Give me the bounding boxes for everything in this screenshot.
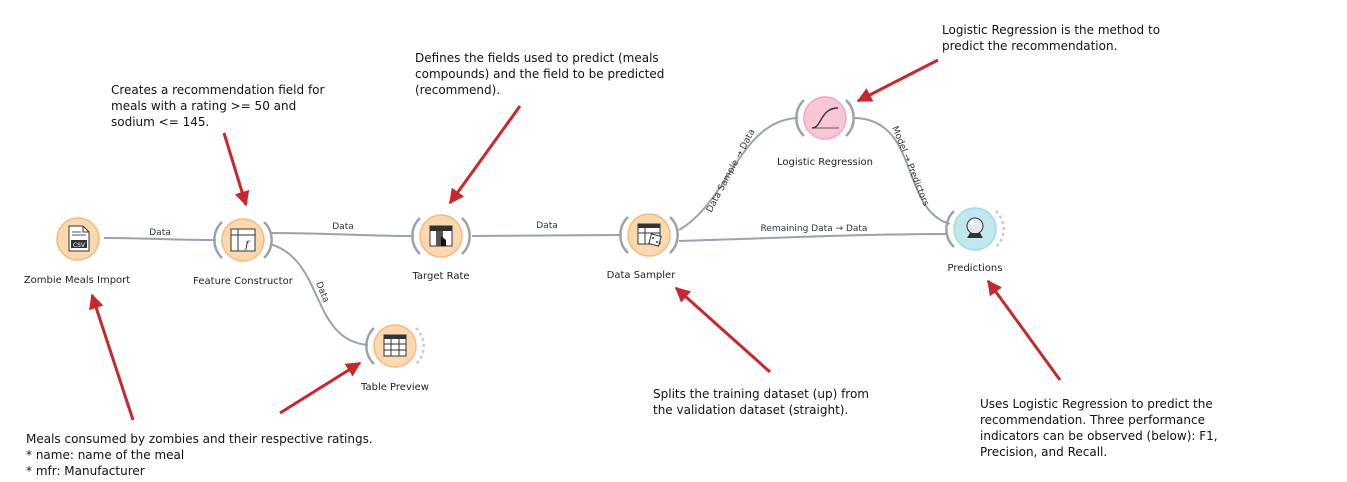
arrow-predictions [986, 279, 1062, 381]
csv-file-icon: CSV [68, 225, 90, 252]
note-line: Logistic Regression is the method to [942, 23, 1161, 37]
note-line: meals with a rating >= 50 and [111, 99, 297, 113]
note-predictions: Uses Logistic Regression to predict the … [980, 396, 1218, 460]
arrow-feature [222, 132, 250, 207]
node-label: Logistic Regression [777, 157, 873, 168]
link-target-sampler[interactable] [471, 234, 623, 237]
arrow-table [279, 361, 362, 415]
svg-text:f: f [244, 240, 251, 251]
output-port[interactable] [669, 216, 679, 254]
link-logreg-predictions[interactable] [854, 117, 951, 225]
crystal-ball-icon [966, 217, 984, 238]
node-label: Zombie Meals Import [24, 275, 131, 286]
note-line: Uses Logistic Regression to predict the [980, 397, 1213, 411]
node-zombie-meals-import[interactable]: CSV Zombie Meals Import [24, 217, 131, 286]
note-line: (recommend). [415, 83, 501, 97]
node-target-rate[interactable]: Target Rate [411, 214, 471, 282]
link-import-feature[interactable] [103, 237, 217, 241]
link-sampler-predictions[interactable] [678, 233, 949, 242]
node-label: Predictions [948, 263, 1003, 274]
table-icon [383, 334, 407, 357]
output-port[interactable] [845, 99, 855, 137]
note-line: Meals consumed by zombies and their resp… [26, 432, 373, 446]
annotation-arrows [89, 58, 1062, 421]
note-zombie-meals-import: Meals consumed by zombies and their resp… [26, 431, 373, 479]
note-target-rate: Defines the fields used to predict (meal… [415, 50, 664, 98]
sigmoid-curve-icon [811, 107, 839, 129]
note-line: Creates a recommendation field for [111, 83, 325, 97]
note-line: Defines the fields used to predict (meal… [415, 51, 659, 65]
link-label-feature-target: Data [332, 222, 354, 232]
link-label-sampler-predictions: Remaining Data → Data [761, 224, 868, 234]
output-port[interactable] [415, 327, 425, 365]
svg-text:CSV: CSV [73, 242, 86, 249]
link-label-sampler-logreg: Data Sample → Data [705, 128, 757, 215]
output-port[interactable] [263, 221, 273, 259]
node-data-sampler[interactable]: Data Sampler [607, 213, 679, 281]
note-line: sodium <= 145. [111, 115, 210, 129]
arrow-import [89, 293, 135, 421]
arrow-sampler [674, 286, 771, 374]
note-line: compounds) and the field to be predicted [415, 67, 665, 81]
link-feature-target[interactable] [269, 232, 415, 237]
link-label-import-feature: Data [149, 228, 171, 238]
input-port[interactable] [945, 210, 955, 248]
arrow-logreg [856, 58, 939, 103]
node-feature-constructor[interactable]: f Feature Constructor [193, 218, 294, 287]
node-label: Target Rate [411, 271, 469, 282]
links [103, 117, 951, 346]
link-feature-table[interactable] [269, 243, 369, 346]
node-logistic-regression[interactable]: Logistic Regression [777, 96, 873, 168]
note-line: predict the recommendation. [942, 39, 1118, 53]
input-port[interactable] [795, 99, 805, 137]
note-line: recommendation. Three performance [980, 413, 1205, 427]
note-line: Precision, and Recall. [980, 445, 1108, 459]
input-port[interactable] [411, 217, 421, 255]
note-line: * mfr: Manufacturer [26, 464, 145, 478]
note-line: * name: name of the meal [26, 448, 185, 462]
link-sampler-logreg[interactable] [678, 117, 799, 231]
input-port[interactable] [619, 216, 629, 254]
note-data-sampler: Splits the training dataset (up) from th… [653, 386, 869, 418]
node-label: Feature Constructor [193, 276, 294, 287]
node-predictions[interactable]: Predictions [945, 207, 1005, 274]
note-line: the validation dataset (straight). [653, 403, 849, 417]
link-label-logreg-predictions: Model → Predictors [889, 125, 930, 208]
note-line: indicators can be observed (below): F1, [980, 429, 1218, 443]
node-label: Table Preview [360, 382, 429, 393]
output-port[interactable] [461, 217, 471, 255]
output-port[interactable] [995, 210, 1005, 248]
input-port[interactable] [365, 327, 375, 365]
dice-table-icon [637, 223, 662, 247]
note-line: Splits the training dataset (up) from [653, 387, 869, 401]
input-port[interactable] [213, 221, 223, 259]
link-label-target-sampler: Data [536, 221, 558, 231]
note-logistic-regression: Logistic Regression is the method to pre… [942, 22, 1160, 54]
function-icon: f [230, 228, 256, 252]
select-columns-icon [429, 225, 453, 247]
node-label: Data Sampler [607, 270, 677, 281]
note-feature-constructor: Creates a recommendation field for meals… [111, 82, 324, 130]
arrow-target [448, 105, 522, 205]
node-table-preview[interactable]: Table Preview [360, 324, 429, 393]
